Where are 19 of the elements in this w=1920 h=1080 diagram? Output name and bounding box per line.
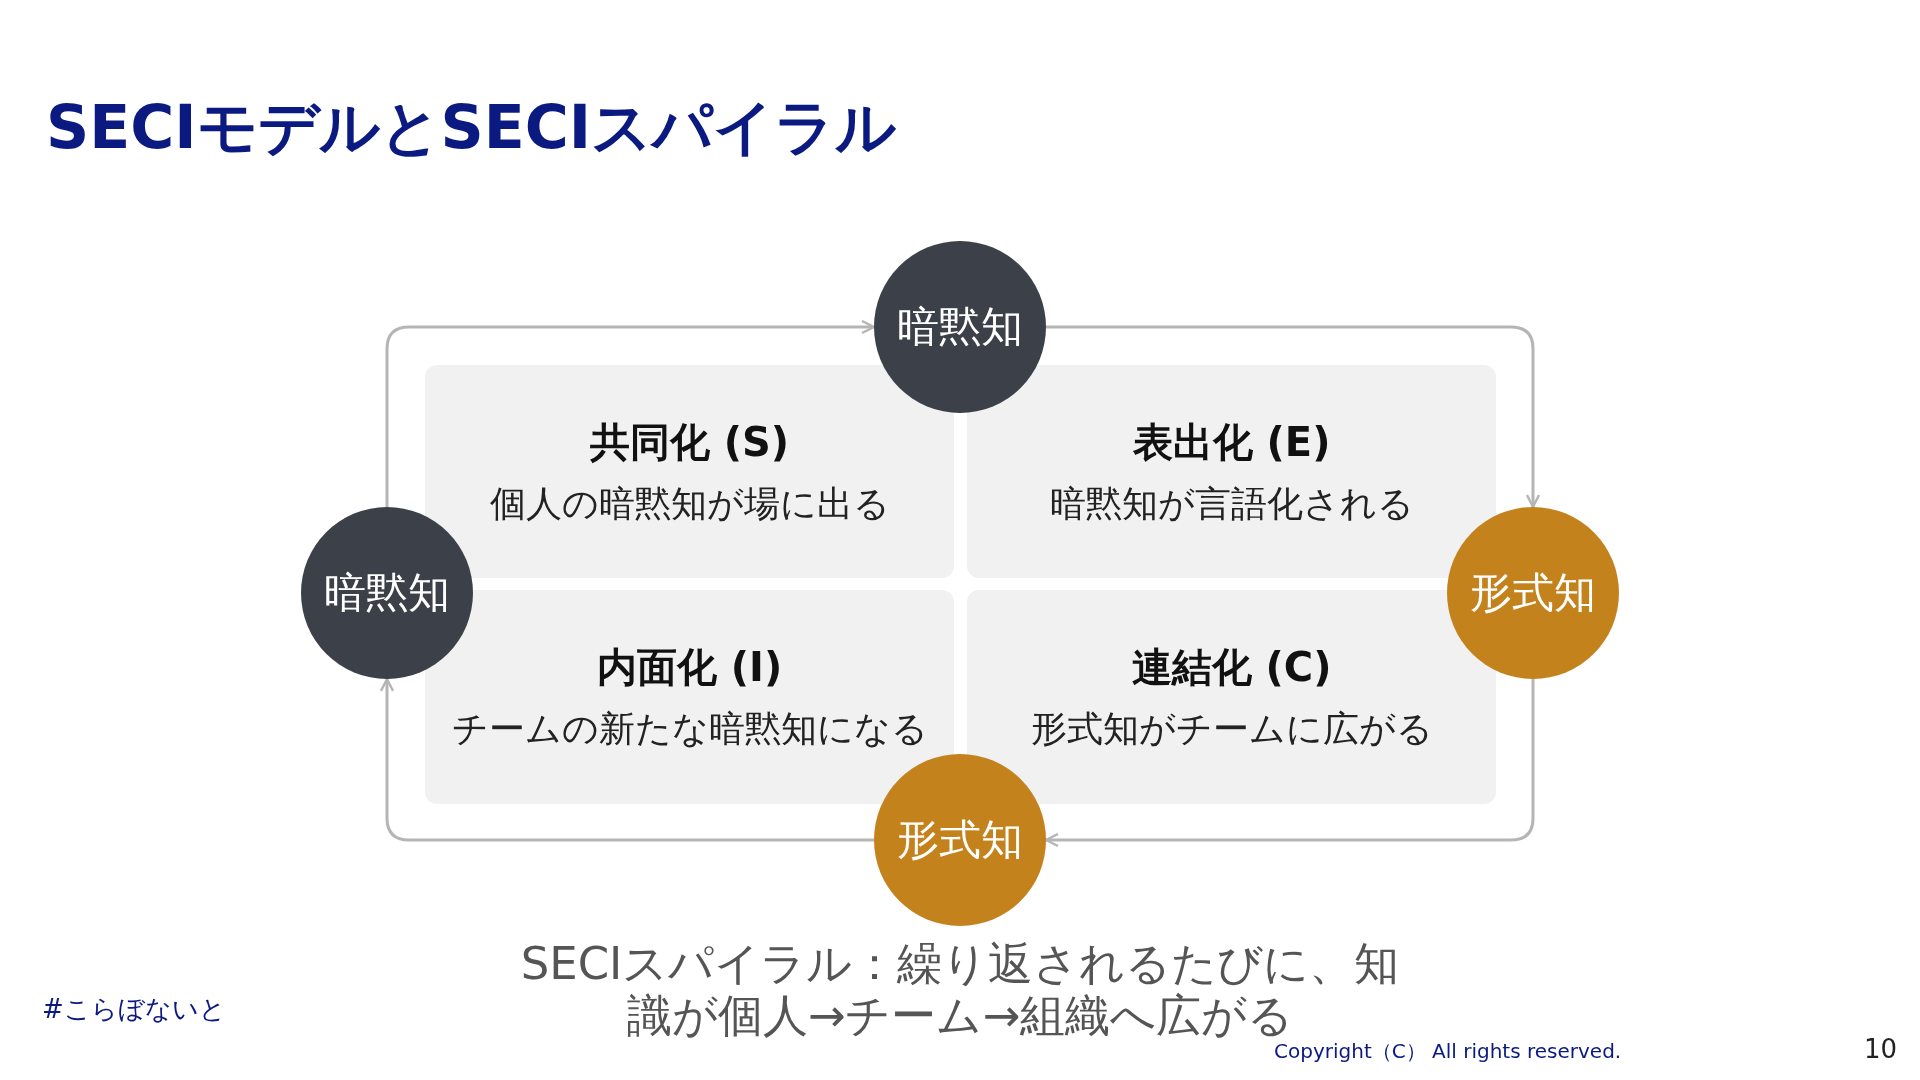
knowledge-circle: 暗黙知 <box>301 507 473 679</box>
quadrant-heading: 連結化 (C) <box>1131 643 1332 692</box>
quadrant-heading: 共同化 (S) <box>589 417 790 467</box>
hashtag: #こらぼないと <box>42 993 226 1026</box>
arrow <box>1044 679 1535 848</box>
knowledge-circle: 形式知 <box>874 754 1046 926</box>
quadrant-description: 暗黙知が言語化される <box>1049 481 1414 526</box>
quadrant-description: 個人の暗黙知が場に出る <box>489 481 890 526</box>
quadrant-description: 形式知がチームに広がる <box>1030 707 1433 751</box>
knowledge-circle: 形式知 <box>1447 507 1619 679</box>
quadrant-description: チームの新たな暗黙知になる <box>451 707 928 751</box>
slide-title: SECIモデルとSECIスパイラル <box>46 91 897 164</box>
arrow <box>1046 325 1541 509</box>
arrow <box>385 319 876 507</box>
knowledge-circle: 暗黙知 <box>874 241 1046 413</box>
arrow <box>379 677 874 842</box>
quadrant-heading: 表出化 (E) <box>1132 417 1331 467</box>
page-number: 10 <box>1864 1034 1898 1064</box>
quadrant-heading: 内面化 (I) <box>596 643 783 692</box>
